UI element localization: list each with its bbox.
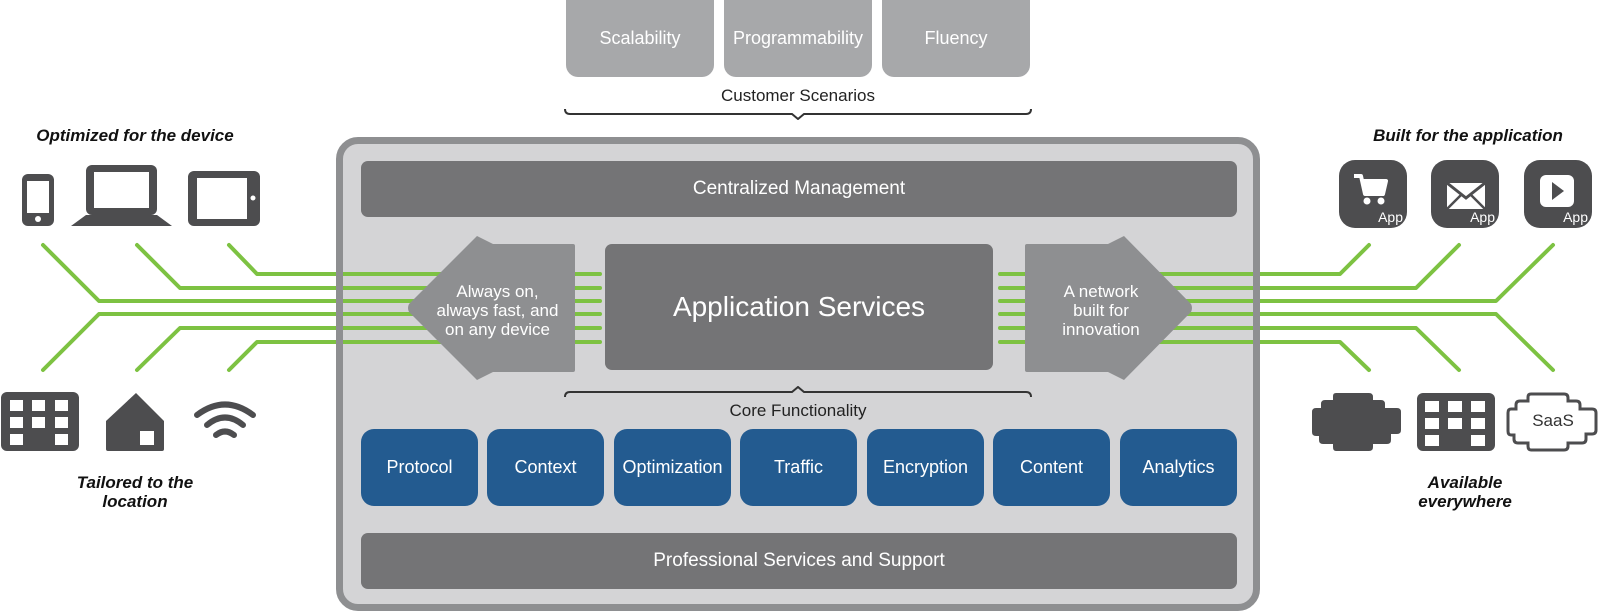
customer-scenarios-brace <box>564 108 1032 120</box>
core-functionality-brace <box>564 386 1032 398</box>
professional-services-bar: Professional Services and Support <box>361 533 1237 589</box>
core-analytics: Analytics <box>1120 429 1237 506</box>
optimized-for-device-title: Optimized for the device <box>36 126 234 145</box>
title-line: Tailored to the <box>76 473 194 492</box>
scenario-programmability: Programmability <box>724 0 872 77</box>
title-line: Available <box>1427 473 1503 492</box>
saas-label: SaaS <box>1532 411 1574 430</box>
video-play-icon <box>1540 175 1574 207</box>
core-protocol: Protocol <box>361 429 478 506</box>
core-traffic: Traffic <box>740 429 857 506</box>
smartphone-icon <box>22 174 54 226</box>
shopping-app-tile: App <box>1339 160 1407 228</box>
app-label: App <box>1470 209 1495 225</box>
right-arrow-line: A network <box>1063 282 1139 301</box>
cloud-icon <box>1312 393 1401 451</box>
left-arrow-line: Always on, <box>456 282 539 301</box>
saas-cloud-icon <box>1506 392 1598 452</box>
envelope-icon <box>1446 182 1486 210</box>
house-icon <box>106 393 164 451</box>
wifi-icon <box>194 401 256 438</box>
office-building-icon <box>1 392 79 451</box>
title-line: location <box>102 492 168 511</box>
left-arrow-text: Always on, always fast, and on any devic… <box>420 282 575 339</box>
right-arrow-text: A network built for innovation <box>1022 282 1180 339</box>
shopping-cart-icon <box>1354 174 1388 205</box>
left-arrow-shape <box>408 236 575 380</box>
scenario-scalability: Scalability <box>566 0 714 77</box>
app-label: App <box>1563 209 1588 225</box>
left-arrow-line: always fast, and <box>436 301 559 320</box>
frame-border-right <box>1253 250 1260 360</box>
built-for-application-title: Built for the application <box>1373 126 1563 145</box>
left-arrow-line: on any device <box>445 320 550 339</box>
available-everywhere-title: Available everywhere <box>1370 473 1560 511</box>
frame-border-left <box>336 250 343 360</box>
application-services-box: Application Services <box>605 244 993 370</box>
core-content: Content <box>993 429 1110 506</box>
core-functionality-caption: Core Functionality <box>729 401 867 420</box>
right-arrow-line: innovation <box>1062 320 1140 339</box>
right-arrow-line: built for <box>1073 301 1129 320</box>
right-arrow-shape <box>1025 236 1192 380</box>
laptop-icon <box>71 165 172 226</box>
tailored-to-location-title: Tailored to the location <box>40 473 230 511</box>
tablet-icon <box>188 171 260 226</box>
title-line: everywhere <box>1418 492 1512 511</box>
scenario-fluency: Fluency <box>882 0 1030 77</box>
video-app-tile: App <box>1524 160 1592 228</box>
customer-scenarios-caption: Customer Scenarios <box>720 86 875 105</box>
office-building-icon <box>1417 393 1495 451</box>
core-context: Context <box>487 429 604 506</box>
core-optimization: Optimization <box>614 429 731 506</box>
mail-app-tile: App <box>1431 160 1499 228</box>
app-label: App <box>1378 209 1403 225</box>
centralized-management-bar: Centralized Management <box>361 161 1237 217</box>
core-encryption: Encryption <box>867 429 984 506</box>
